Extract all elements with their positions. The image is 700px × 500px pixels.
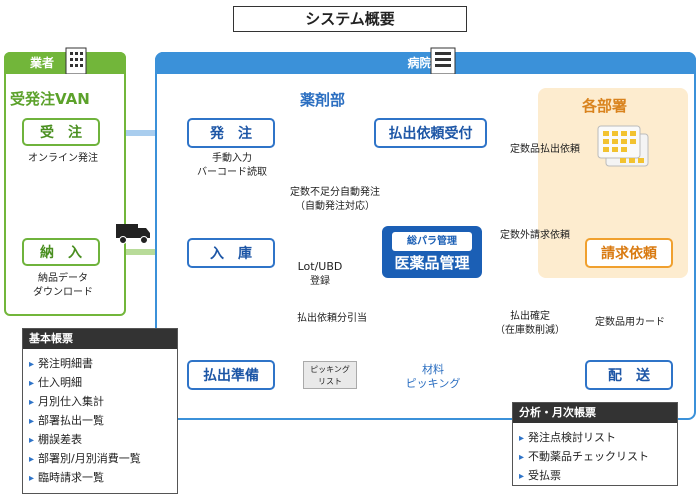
pharmacy-title: 薬剤部	[300, 91, 346, 109]
departments-title: 各部署	[582, 97, 628, 115]
analysis-report-item: 発注点検討リスト	[519, 429, 677, 448]
picking-list-doc: ピッキング リスト	[303, 361, 357, 389]
label-fixed-dispense-request: 定数品払出依頼	[510, 144, 580, 155]
basic-report-item: 棚誤差表	[29, 431, 177, 450]
main-sub-label: 総パラ管理	[392, 232, 472, 251]
van-title: 受発注VAN	[10, 90, 90, 108]
material-picking: 材料 ピッキング	[398, 363, 468, 391]
label-non-fixed-request: 定数外請求依頼	[500, 230, 570, 241]
analysis-reports-title: 分析・月次帳票	[513, 403, 677, 423]
vendor-tab: 業者	[4, 52, 126, 74]
label-auto-order: 定数不足分自動発注	[290, 187, 380, 198]
picking-line1: 材料	[422, 363, 444, 376]
caption-download: ダウンロード	[33, 287, 93, 298]
label-lot-ubd: Lot/UBD	[297, 260, 343, 273]
label-fixed-card: 定数品用カード	[595, 317, 665, 328]
hospital-tab: 病院内	[155, 52, 696, 74]
label-manual-input: 手動入力	[212, 153, 252, 164]
basic-reports-panel: 基本帳票 発注明細書仕入明細月別仕入集計部署払出一覧棚誤差表部署別/月別消費一覧…	[22, 328, 178, 494]
label-barcode: バーコード読取	[197, 167, 267, 178]
basic-report-item: 月別仕入集計	[29, 393, 177, 412]
analysis-report-item: 受払票	[519, 467, 677, 486]
picking-line2: ピッキング	[405, 377, 461, 390]
card-stack-icon	[597, 125, 649, 167]
caption-delivery-data: 納品データ	[38, 273, 88, 284]
node-delivery[interactable]: 納 入	[22, 238, 100, 266]
node-dispense-request-receive[interactable]: 払出依頼受付	[374, 118, 487, 148]
basic-report-item: 臨時請求一覧	[29, 469, 177, 488]
label-stock-reduce: （在庫数削減）	[495, 325, 565, 336]
label-dispense-confirm: 払出確定	[510, 311, 550, 322]
basic-reports-list: 発注明細書仕入明細月別仕入集計部署払出一覧棚誤差表部署別/月別消費一覧臨時請求一…	[23, 355, 177, 488]
page-title: システム概要	[233, 6, 467, 32]
node-delivery-route[interactable]: 配 送	[585, 360, 673, 390]
node-order-receive[interactable]: 受 注	[22, 118, 100, 146]
analysis-reports-list: 発注点検討リスト不動薬品チェックリスト受払票	[513, 429, 677, 486]
label-register: 登録	[310, 276, 330, 287]
building-icon	[430, 47, 456, 74]
basic-report-item: 発注明細書	[29, 355, 177, 374]
label-auto-order-note: （自動発注対応）	[295, 201, 375, 212]
analysis-reports-panel: 分析・月次帳票 発注点検討リスト不動薬品チェックリスト受払票	[512, 402, 678, 486]
node-order[interactable]: 発 注	[187, 118, 275, 148]
picking-doc-line2: リスト	[318, 377, 342, 386]
node-dispense-prep[interactable]: 払出準備	[187, 360, 275, 390]
picking-doc-line1: ピッキング	[310, 365, 350, 374]
basic-report-item: 仕入明細	[29, 374, 177, 393]
main-label: 医薬品管理	[394, 254, 470, 272]
truck-icon	[116, 224, 150, 244]
basic-reports-title: 基本帳票	[23, 329, 177, 349]
basic-report-item: 部署払出一覧	[29, 412, 177, 431]
analysis-report-item: 不動薬品チェックリスト	[519, 448, 677, 467]
vendor-panel	[4, 52, 126, 316]
building-icon	[65, 47, 87, 74]
node-billing-request[interactable]: 請求依頼	[585, 238, 673, 268]
caption-online-order: オンライン発注	[28, 153, 98, 164]
node-warehouse-receive[interactable]: 入 庫	[187, 238, 275, 268]
basic-report-item: 部署別/月別消費一覧	[29, 450, 177, 469]
label-dispense-allocation: 払出依頼分引当	[297, 313, 367, 324]
